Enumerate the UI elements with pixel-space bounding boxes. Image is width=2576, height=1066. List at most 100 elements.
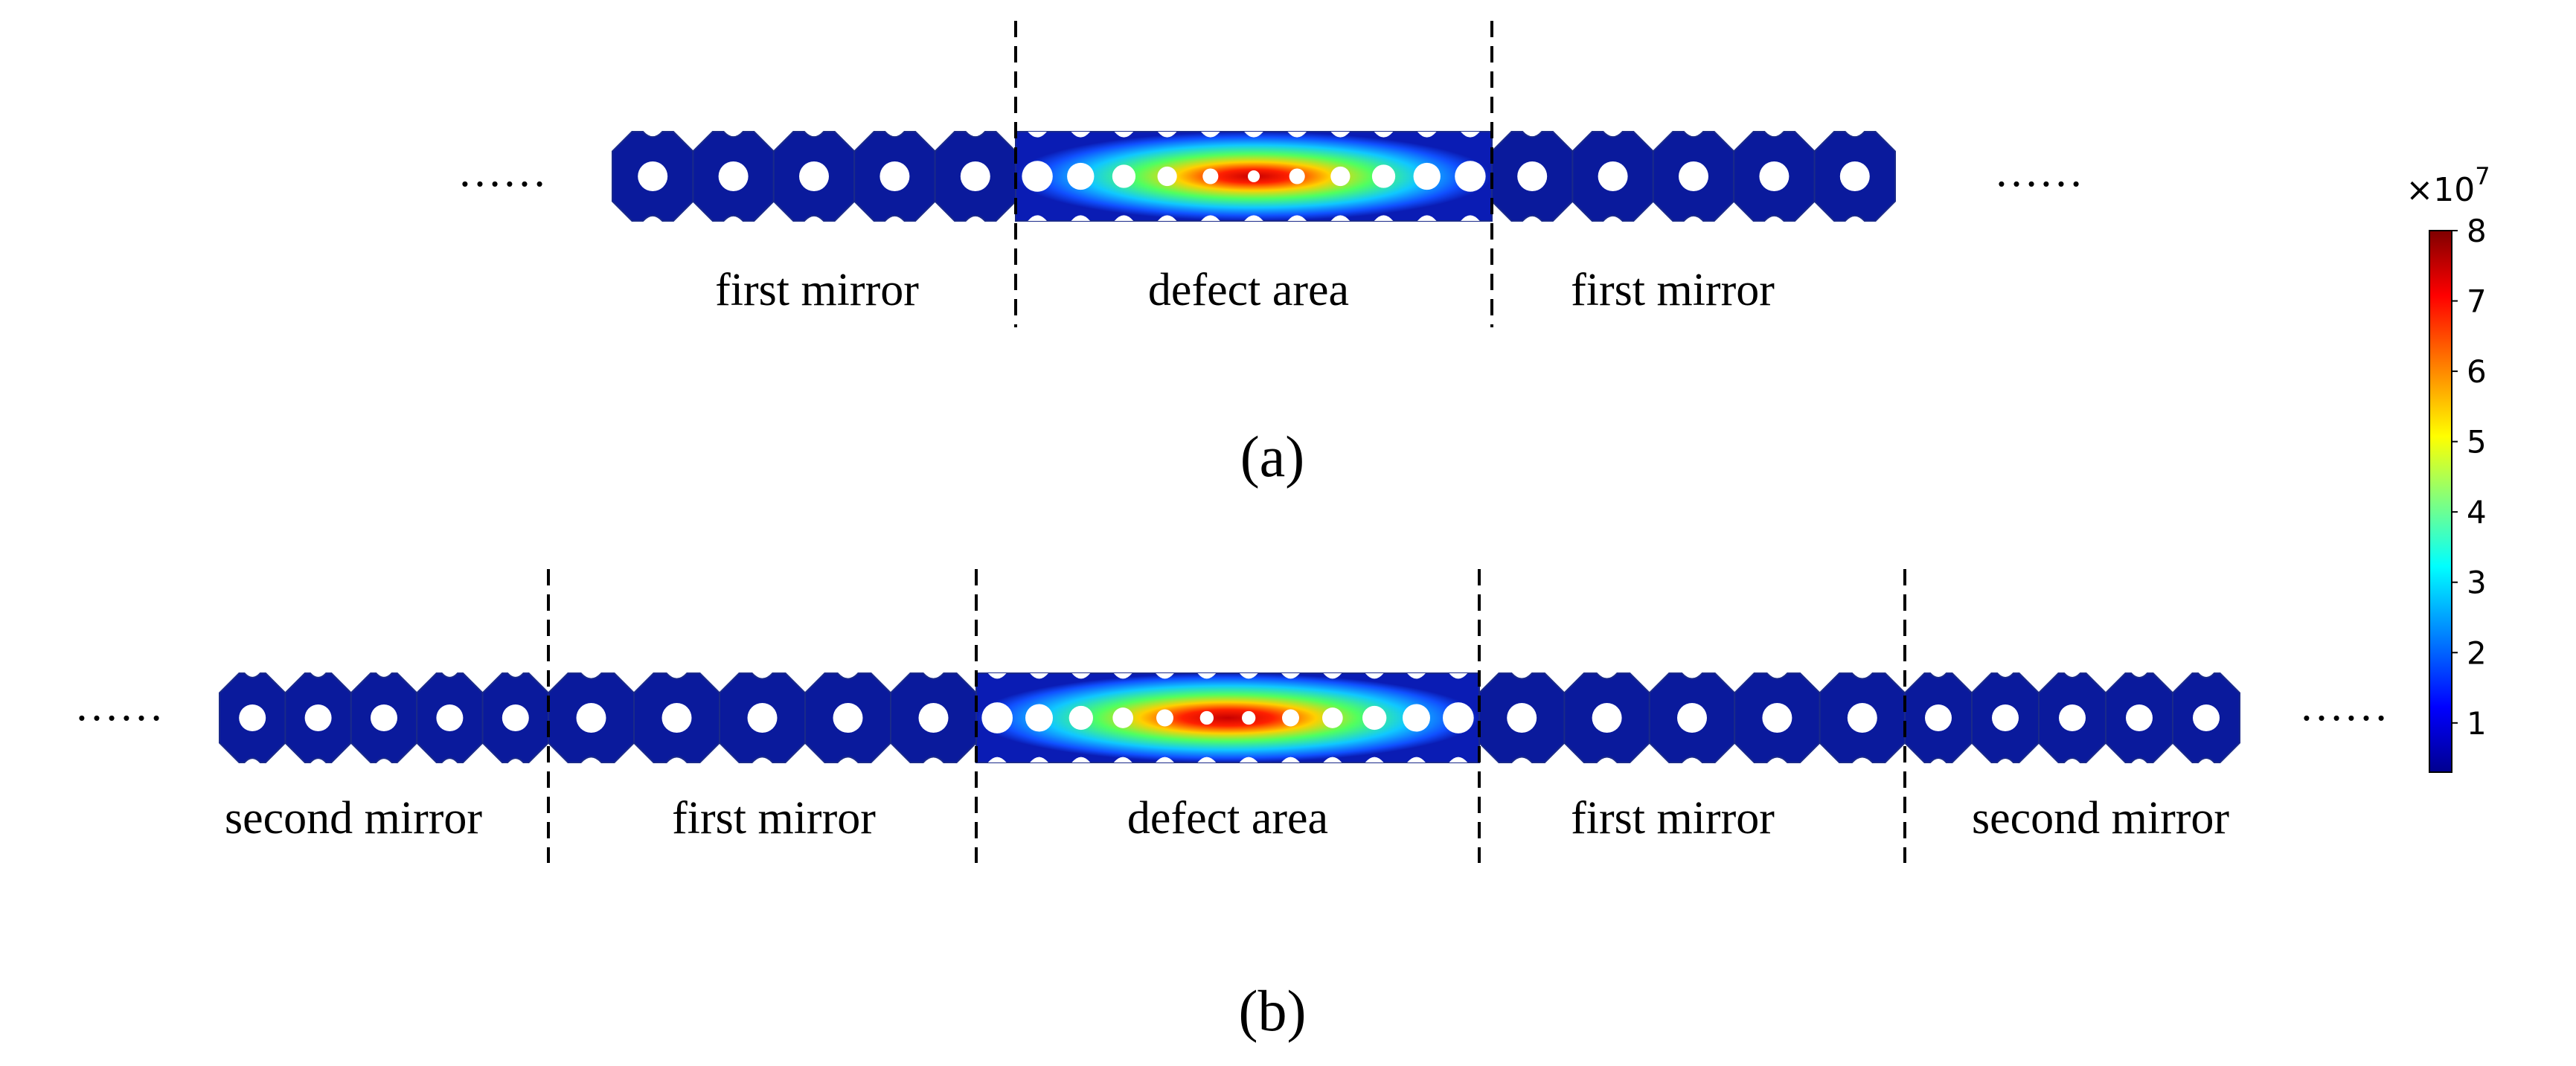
panel-b-first-mirror-right-hole [1592,703,1622,733]
colorbar-tick-label: 4 [2467,494,2487,530]
panel-b-label-second-mirror-left: second mirror [225,793,482,844]
panel-a-mirror-left-hole [880,161,910,191]
panel-b-defect-hole [1403,704,1430,732]
panel-b-defect-hole [1025,704,1053,732]
colorbar-multiplier-base: ×10 [2406,171,2475,209]
colorbar-tick-label: 3 [2467,565,2487,601]
panel-b-first-mirror-left-hole [661,703,692,733]
panel-b-defect-notch [1365,757,1384,762]
panel-a-defect-hole [1067,162,1095,190]
panel-a-defect-notch [1071,132,1091,138]
panel-b-defect-notch [1113,757,1132,762]
panel-a-mirror-left-hole [718,161,749,191]
panel-a-mirror-right-hole [1517,161,1548,191]
panel-b-second-mirror-right-hole [2059,704,2086,731]
panel-a-defect-hole [1330,166,1351,187]
panel-b-first-mirror-left-hole [747,703,778,733]
panel-b-defect [975,672,1480,763]
panel-b-ellipsis-left: …… [74,681,164,730]
panel-b-defect-notch [1281,757,1300,762]
panel-b-label-first-mirror-right: first mirror [1571,793,1775,844]
panel-a-defect-notch [1201,132,1220,138]
panel-b-first-mirror-right-hole [1762,703,1792,733]
colorbar-tick-label: 1 [2467,705,2487,742]
panel-a-defect-notch [1287,132,1307,138]
panel-a-defect-notch [1114,215,1134,221]
panel-b-caption: (b) [1239,978,1307,1043]
panel-b-first-mirror-left-hole [576,703,606,733]
panel-b-first-mirror-left-hole [918,703,949,733]
panel-a-defect-hole [1022,161,1053,192]
panel-a-defect-notch [1330,132,1351,138]
panel-b-label-defect-area: defect area [1127,793,1328,844]
panel-b-defect-notch [1239,673,1258,679]
panel-a-label-first-mirror-left: first mirror [715,265,919,315]
panel-a-mirror-right [1491,131,1896,222]
panel-b-first-mirror-right-hole [1507,703,1537,733]
panel-a-defect-notch [1374,215,1394,221]
panel-b-second-mirror-left-hole [502,704,529,731]
panel-a-beam [612,131,1896,222]
panel-b-defect-hole [1443,702,1474,733]
panel-b-defect-notch [1030,757,1048,762]
panel-b-defect-hole [981,702,1013,733]
panel-a-defect-notch [1244,215,1263,221]
colorbar-tick-label: 8 [2467,213,2487,249]
panel-b-defect-hole [1282,709,1299,727]
panel-b-defect-notch [1030,673,1048,679]
panel-a-defect-hole [1455,161,1486,192]
panel-b-second-mirror-right-hole [2193,704,2220,731]
panel-b-label-second-mirror-right: second mirror [1972,793,2229,844]
panel-b-defect-notch [1449,673,1468,679]
panel-b-defect-notch [1239,757,1258,762]
panel-b-defect-notch [987,673,1007,679]
colorbar-tick-label: 5 [2467,424,2487,460]
panel-a-defect-notch [1417,132,1437,138]
panel-a-defect-hole [1371,164,1396,188]
panel-a-defect-notch [1201,215,1220,221]
panel-b-defect-notch [1281,673,1300,679]
panel-a-defect-notch [1461,132,1480,138]
panel-a-defect-notch [1287,215,1307,221]
panel-a-defect-notch [1374,132,1394,138]
panel-a-defect-notch [1114,132,1134,138]
panel-b-second-mirror-right-hole [1925,704,1952,731]
panel-a-mirror-right-hole [1598,161,1628,191]
panel-b-defect-notch [987,757,1007,762]
panel-b-defect-notch [1365,673,1384,679]
colorbar-tick-label: 7 [2467,283,2487,320]
panel-b-first-mirror-left [548,672,977,763]
panel-a-defect-notch [1071,215,1091,221]
colorbar-multiplier: ×107 [2406,162,2490,209]
panel-b-defect-notch [1323,673,1342,679]
panel-a-defect-notch [1330,215,1351,221]
panel-b-defect-hole [1242,710,1256,725]
colorbar-multiplier-exponent: 7 [2475,162,2490,190]
panel-a-mirror-right-hole [1679,161,1708,191]
panel-b-second-mirror-left-hole [371,704,397,731]
panel-a-defect-hole [1413,162,1441,190]
panel-b-defect-notch [1323,757,1342,762]
panel-b-second-mirror-left [219,672,549,763]
panel-b-first-mirror-right [1478,672,1906,763]
panel-b-label-first-mirror-left: first mirror [672,793,876,844]
panel-a-defect-notch [1157,132,1177,138]
panel-a-mirror-left-hole [799,161,829,191]
panel-b-defect-hole [1156,709,1173,727]
panel-b-defect-notch [1407,757,1426,762]
panel-a-mirror-left-hole [638,161,668,191]
panel-a-mirror-left [612,131,1016,222]
panel-a-defect [1015,131,1493,222]
panel-a-defect-notch [1417,215,1437,221]
panel-a-defect-notch [1244,132,1263,138]
panel-b-defect-hole [1112,707,1133,728]
panel-b-first-mirror-right-hole [1847,703,1877,733]
panel-a-caption: (a) [1240,424,1305,489]
panel-a-defect-notch [1028,215,1047,221]
panel-b-defect-notch [1071,757,1091,762]
panel-a-label-defect-area: defect area [1148,265,1349,315]
panel-a-defect-hole [1202,168,1219,184]
